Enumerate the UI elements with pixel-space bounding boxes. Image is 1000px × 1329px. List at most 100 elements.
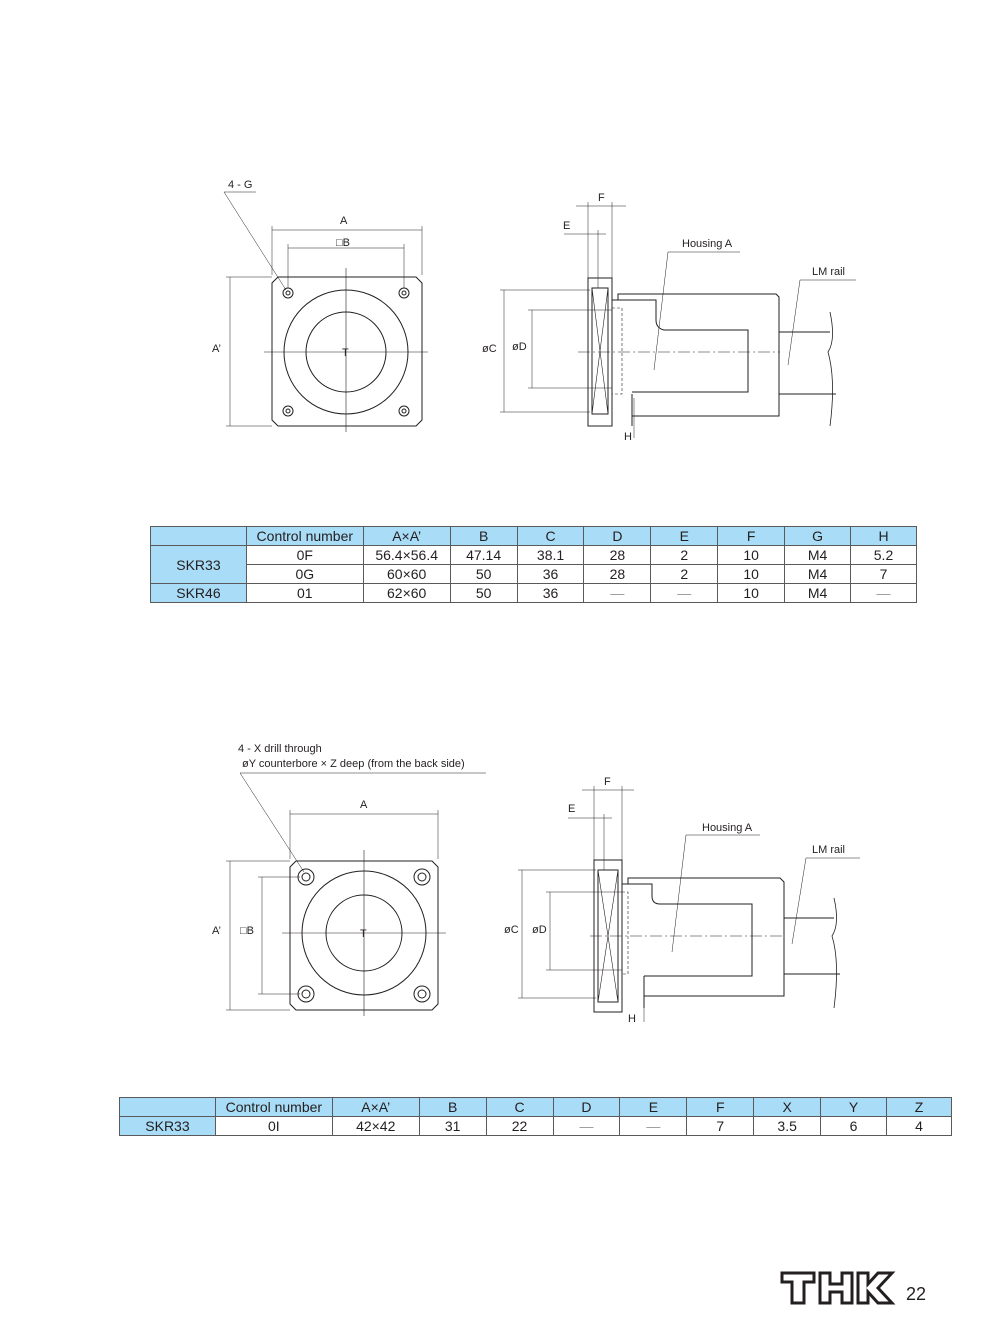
- table2-cell: 6: [820, 1116, 887, 1136]
- table1-header: E: [650, 526, 719, 546]
- table2-header: D: [552, 1097, 621, 1117]
- table1-cell: —: [850, 583, 917, 603]
- table1-cell: 10: [717, 545, 786, 565]
- table1-series-cell: SKR33: [150, 545, 247, 584]
- table1-cell: 28: [583, 545, 652, 565]
- table1-header: G: [784, 526, 851, 546]
- table2-header-row: Control number A×A’ B C D E F X Y Z: [119, 1097, 952, 1117]
- table1-cell: M4: [784, 583, 851, 603]
- table2-cell: —: [552, 1116, 621, 1136]
- table1-header: H: [850, 526, 917, 546]
- table2-cell: 22: [485, 1116, 554, 1136]
- table2-cell: 3.5: [753, 1116, 822, 1136]
- d1-label-b: □B: [336, 237, 350, 249]
- table2-header: F: [686, 1097, 755, 1117]
- table2-header: B: [418, 1097, 487, 1117]
- diagram2-front-view: [226, 772, 486, 1016]
- d2-label-f: F: [604, 776, 611, 788]
- d2-label-holes-line2: øY counterbore × Z deep (from the back s…: [242, 758, 465, 770]
- d1-label-t: T: [342, 347, 349, 359]
- table2-series-cell: SKR33: [119, 1116, 216, 1136]
- table1-cell: 10: [717, 583, 786, 603]
- table1-cell: 28: [583, 564, 652, 584]
- table2-cell: 42×42: [331, 1116, 420, 1136]
- d1-label-h: H: [624, 431, 632, 443]
- table1-cell: 2: [650, 564, 719, 584]
- table2-header: Z: [886, 1097, 952, 1117]
- table1-cell: 56.4×56.4: [362, 545, 451, 565]
- d2-label-h: H: [628, 1013, 636, 1025]
- d1-label-f: F: [598, 192, 605, 204]
- table1-header: B: [449, 526, 518, 546]
- table1-cell: 36: [516, 583, 585, 603]
- d2-label-oc: øC: [504, 924, 519, 936]
- diagram2-side-view: [518, 786, 860, 1022]
- d2-label-a: A: [360, 799, 368, 811]
- table1-header: A×A’: [362, 526, 451, 546]
- table1-header: C: [516, 526, 585, 546]
- table1-cell: M4: [784, 545, 851, 565]
- table1-cell: 0G: [245, 564, 364, 584]
- diagram1-front-view: [223, 191, 428, 432]
- table1-cell: 47.14: [449, 545, 518, 565]
- d2-label-lm-rail: LM rail: [812, 844, 845, 856]
- d2-label-holes-line1: 4 - X drill through: [238, 743, 322, 755]
- table1-cell: 50: [449, 583, 518, 603]
- d2-label-housing: Housing A: [702, 822, 753, 834]
- table2-header: E: [619, 1097, 688, 1117]
- table1-cell: 0F: [245, 545, 364, 565]
- d2-label-a-prime: A’: [212, 925, 221, 937]
- d2-label-e: E: [568, 803, 575, 815]
- table1-cell: 2: [650, 545, 719, 565]
- d1-label-oc: øC: [482, 343, 497, 355]
- table1-cell: 38.1: [516, 545, 585, 565]
- table1-header: D: [583, 526, 652, 546]
- d1-label-housing: Housing A: [682, 238, 733, 250]
- table1-header: Control number: [245, 526, 364, 546]
- table2-header: Control number: [214, 1097, 333, 1117]
- d1-label-e: E: [563, 220, 570, 232]
- table-row: SKR46 01 62×60 50 36 — — 10 M4 —: [150, 583, 917, 603]
- table1-cell: 60×60: [362, 564, 451, 584]
- d1-label-lm-rail: LM rail: [812, 266, 845, 278]
- diagram1-side-view: [500, 202, 856, 438]
- spec-table-2: Control number A×A’ B C D E F X Y Z SKR3…: [119, 1097, 952, 1136]
- spec-table-1: Control number A×A’ B C D E F G H SKR33 …: [150, 526, 917, 603]
- table2-corner: [119, 1097, 216, 1117]
- d2-label-b: □B: [240, 925, 254, 937]
- thk-logo: [780, 1271, 896, 1305]
- table2-cell: 7: [686, 1116, 755, 1136]
- table2-cell: 31: [418, 1116, 487, 1136]
- table2-cell: 0I: [214, 1116, 333, 1136]
- table-row: 0G 60×60 50 36 28 2 10 M4 7: [151, 564, 917, 584]
- table-row: SKR33 0I 42×42 31 22 — — 7 3.5 6 4: [119, 1116, 952, 1136]
- table2-header: X: [753, 1097, 822, 1117]
- table1-cell: —: [583, 583, 652, 603]
- table2-header: C: [485, 1097, 554, 1117]
- table1-cell: M4: [784, 564, 851, 584]
- table2-header: A×A’: [331, 1097, 420, 1117]
- table1-cell: —: [650, 583, 719, 603]
- d1-label-od: øD: [512, 341, 527, 353]
- table-row: SKR33 0F 56.4×56.4 47.14 38.1 28 2 10 M4…: [150, 545, 917, 584]
- d1-label-a: A: [340, 215, 348, 227]
- table1-cell: 01: [245, 583, 364, 603]
- table1-header: F: [717, 526, 786, 546]
- d2-label-t: T: [360, 928, 367, 940]
- d1-label-a-prime: A’: [212, 343, 221, 355]
- table1-cell: 50: [449, 564, 518, 584]
- table1-cell: 10: [717, 564, 786, 584]
- table1-cell: 7: [850, 564, 917, 584]
- table2-cell: —: [619, 1116, 688, 1136]
- d1-label-holes: 4 - G: [228, 179, 252, 191]
- table1-corner: [150, 526, 247, 546]
- table1-cell: 62×60: [362, 583, 451, 603]
- table2-header: Y: [820, 1097, 887, 1117]
- table1-series-cell: SKR46: [150, 583, 247, 603]
- page-number: 22: [906, 1284, 927, 1304]
- table2-cell: 4: [886, 1116, 952, 1136]
- table1-cell: 5.2: [850, 545, 917, 565]
- table1-header-row: Control number A×A’ B C D E F G H: [150, 526, 917, 546]
- d2-label-od: øD: [532, 924, 547, 936]
